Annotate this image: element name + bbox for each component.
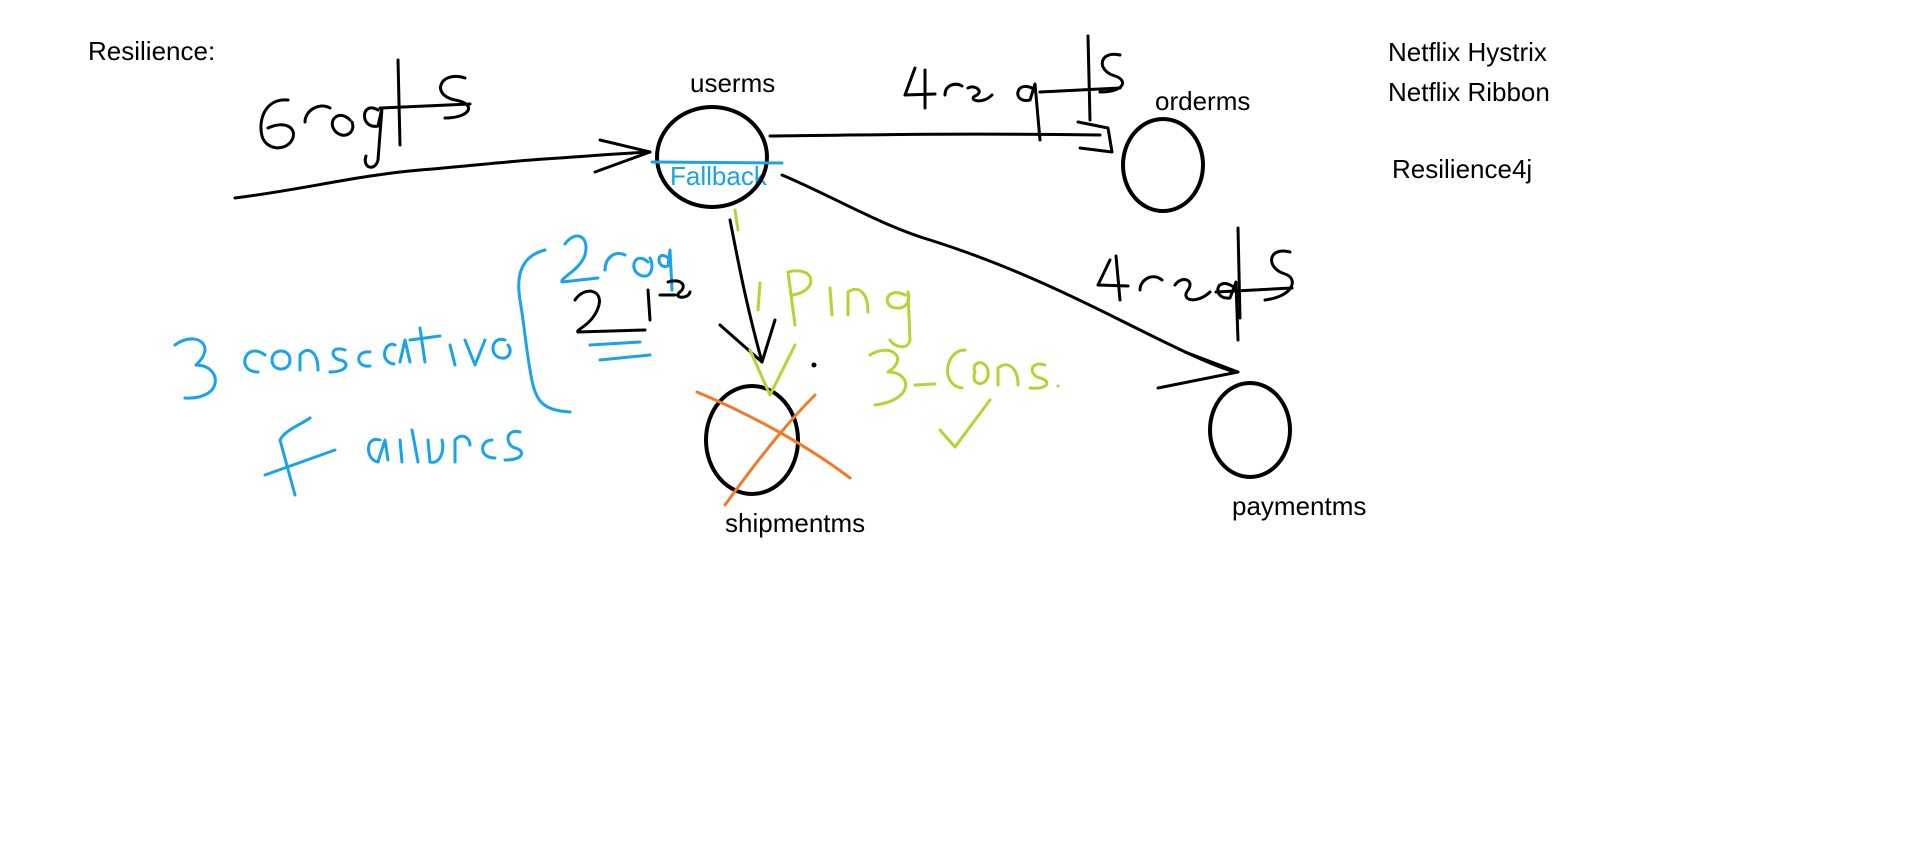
dot (811, 362, 817, 368)
arrow-to-shipmentms (728, 218, 764, 364)
blue-underline-2 (598, 353, 652, 362)
arrow-to-orderms (768, 132, 1102, 138)
handwritten-6req-per-s (259, 58, 472, 169)
incoming-arrowhead (593, 138, 652, 174)
handwritten-2req-per-s-black (573, 279, 692, 334)
handwritten-failures (263, 416, 523, 497)
handwritten-1-ping (756, 269, 912, 349)
failure-cross-stroke-2 (723, 393, 817, 507)
arrowhead-orderms (1076, 120, 1114, 154)
arrowhead-shipmentms (718, 318, 777, 364)
diagram-title: Resilience: (88, 36, 215, 66)
handwritten-3-cons (868, 348, 1060, 407)
fallback-label: Fallback (670, 161, 768, 191)
incoming-arrow (233, 150, 652, 200)
fallback-line (650, 160, 784, 165)
library-hystrix: Netflix Hystrix (1388, 37, 1547, 67)
arrowhead-paymentms (1156, 350, 1240, 390)
handwritten-4req-per-s-orderms (903, 34, 1124, 142)
green-tick-top (733, 208, 740, 232)
green-check-2 (938, 398, 992, 449)
node-paymentms (1208, 381, 1292, 479)
node-label-orderms: orderms (1155, 86, 1250, 116)
node-userms (655, 105, 769, 209)
library-ribbon: Netflix Ribbon (1388, 77, 1550, 107)
handwritten-3-consecutive (173, 326, 512, 400)
node-label-paymentms: paymentms (1232, 491, 1366, 521)
node-label-userms: userms (690, 68, 775, 98)
node-shipmentms (704, 384, 800, 496)
node-label-shipmentms: shipmentms (725, 508, 865, 538)
library-resilience4j: Resilience4j (1392, 154, 1532, 184)
blue-underline-1 (588, 340, 642, 347)
node-orderms (1121, 117, 1205, 213)
arrow-to-paymentms (780, 173, 1237, 374)
handwritten-4req-per-s-paymentms (1096, 226, 1294, 342)
green-check-1 (748, 343, 797, 397)
failure-cross-stroke-1 (695, 390, 852, 480)
blue-bracket (517, 248, 572, 414)
handwritten-2req-per-s-blue (560, 234, 674, 292)
